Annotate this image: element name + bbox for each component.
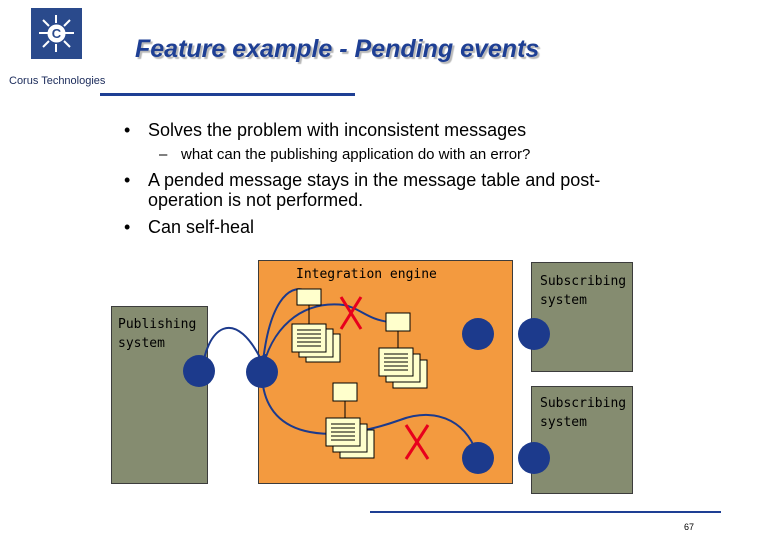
- bullet-1: • Solves the problem with inconsistent m…: [124, 120, 527, 140]
- document-stack-3: [325, 417, 375, 459]
- publishing-label-line-2: system: [118, 336, 165, 351]
- bottom-subscriber-node: [462, 442, 494, 474]
- document-stack-1: [291, 323, 341, 363]
- publishing-system-label: Publishing system: [118, 315, 196, 353]
- corus-logo: C: [31, 8, 82, 59]
- table-box-2: [385, 312, 411, 332]
- publishing-output-node: [183, 355, 215, 387]
- subscribing-system-bottom-box: [531, 386, 633, 494]
- publishing-system-box: [111, 306, 208, 484]
- subscribing-top-line-2: system: [540, 293, 587, 308]
- bullet-2-line-2: operation is not performed.: [148, 190, 364, 210]
- dash-glyph: –: [159, 146, 168, 163]
- bullet-glyph: •: [124, 170, 131, 190]
- top-subscriber-input-node: [518, 318, 550, 350]
- subscribing-system-top-label: Subscribing system: [540, 272, 626, 310]
- subscribing-system-bottom-label: Subscribing system: [540, 394, 626, 432]
- subscribing-bottom-line-2: system: [540, 415, 587, 430]
- sub-bullet-1: – what can the publishing application do…: [159, 146, 531, 164]
- footer-rule: [370, 511, 721, 513]
- subscribing-system-top-box: [531, 262, 633, 372]
- bullet-2: • A pended message stays in the message …: [124, 170, 601, 190]
- corus-logo-icon: C: [39, 15, 74, 52]
- error-cross-icon: [404, 424, 430, 460]
- flow-arrow-to-bottom-subscriber: [261, 371, 479, 459]
- publishing-label-line-1: Publishing: [118, 317, 197, 332]
- bullet-3: • Can self-heal: [124, 217, 255, 237]
- bullet-2-continued: operation is not performed.: [148, 190, 363, 210]
- bullet-3-text: Can self-heal: [148, 217, 255, 237]
- top-subscriber-node: [462, 318, 494, 350]
- subscribing-top-line-1: Subscribing: [540, 274, 627, 289]
- table-box-1: [296, 288, 322, 306]
- bullet-glyph: •: [124, 120, 131, 140]
- bullet-glyph: •: [124, 217, 131, 237]
- integration-engine-label: Integration engine: [296, 267, 437, 282]
- bullet-2-line-1: A pended message stays in the message ta…: [148, 170, 601, 190]
- bottom-subscriber-input-node: [518, 442, 550, 474]
- subscribing-bottom-line-1: Subscribing: [540, 396, 627, 411]
- error-cross-icon: [339, 296, 363, 330]
- table-box-3: [332, 382, 358, 402]
- flow-arrow-to-top-subscriber: [261, 303, 391, 373]
- svg-text:C: C: [52, 26, 62, 41]
- document-stack-2: [378, 347, 428, 389]
- sub-bullet-1-text: what can the publishing application do w…: [181, 146, 531, 163]
- slide-title: Feature example - Pending events: [135, 35, 540, 63]
- bullet-1-text: Solves the problem with inconsistent mes…: [148, 120, 527, 140]
- title-underline: [100, 93, 355, 96]
- company-name: Corus Technologies: [9, 75, 106, 87]
- page-number: 67: [684, 522, 695, 532]
- engine-input-node: [246, 356, 278, 388]
